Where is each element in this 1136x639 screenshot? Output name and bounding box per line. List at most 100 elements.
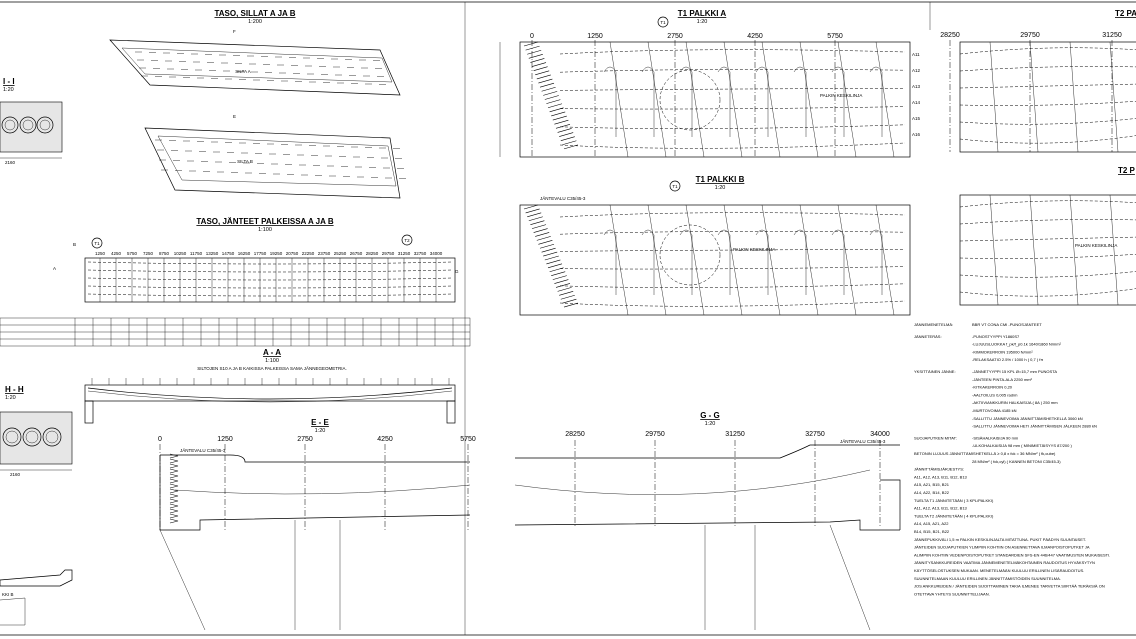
beam-t1a-station: 5750: [827, 33, 843, 40]
note-value: -JÄNNETYYPPI 15 KPL Ø=15,7 mm PUNOSTA: [972, 369, 1057, 374]
svg-text:A: A: [53, 266, 56, 271]
note-line: -SALLITTU JÄNNEVOIMA HETI JÄNNITTÄMISEN …: [972, 424, 1097, 429]
svg-text:KKI B: KKI B: [2, 592, 14, 597]
note-line: -KITKAKERROIN 0,20: [972, 385, 1013, 390]
support-t1-marker: [91, 237, 103, 249]
tendon-label: A15: [912, 116, 921, 121]
plan-bridges-scale: 1:200: [248, 19, 262, 25]
note-line: JOS ANKKUREIDEN / JÄNTEIDEN SIJOITTAMINE…: [914, 584, 1105, 589]
tendon-station-label: 19250: [270, 251, 283, 256]
beam-t2a-station: 29750: [1020, 32, 1040, 39]
tendon-table: [0, 317, 471, 347]
section-ii-width: 2160: [5, 160, 16, 165]
section-ee-anchor: JÄNTEVALU C35/45-3: [180, 447, 226, 453]
note-line: -JÄNTEEN PINTA-ALA 2250 mm²: [972, 377, 1033, 382]
general-notes: JÄNNEMENETELMÄ:BBR VT CONA CMI -PUNOSJÄN…: [914, 322, 1110, 596]
note-key: YKSITTÄINEN JÄNNE:: [914, 369, 956, 374]
svg-text:F: F: [233, 29, 236, 34]
detail-bottom-left: KKI B: [0, 569, 73, 626]
plan-tendons-scale: 1:100: [258, 227, 272, 233]
section-ee-station: 2750: [297, 436, 313, 443]
beam-t1a-station: 2750: [667, 33, 683, 40]
section-hh-title: H - H: [5, 385, 24, 394]
section-gg-scale: 1:20: [705, 421, 716, 427]
tendon-station-label: 22250: [302, 251, 315, 256]
tendon-label: A13: [912, 84, 921, 89]
deck-b-outline: [144, 127, 401, 199]
plan-tendons: TASO, JÄNTEET PALKEISSA A JA B 1:100 T1 …: [53, 217, 459, 303]
beam-t1b-title: T1 PALKKI B: [696, 175, 745, 184]
note-line: BETONIN LUJUUS JÄNNITTÄMISHETKELLÄ ≥ 0,8…: [914, 451, 1056, 456]
note-line: A11, A12, A13, B11, B12, B13: [914, 506, 968, 511]
beam-t2a-title: T2 PA: [1115, 9, 1136, 18]
section-ee-station: 0: [158, 436, 162, 443]
tendon-station-label: 10250: [174, 251, 187, 256]
tendon-station-label: 28250: [366, 251, 379, 256]
note-line: JÄNNITYSANKKUREIDEN VAATIMA JÄNNEMENETEL…: [914, 560, 1095, 565]
section-hh-width: 2160: [10, 472, 21, 477]
section-hh: H - H 1:20 2160: [0, 385, 73, 477]
section-gg-anchor: JÄNTEVALU C35/45-3: [840, 438, 886, 444]
note-line: TUELTA T2 JÄNNITETÄÄN ( 4 KPL/PALKKI): [914, 513, 994, 518]
section-gg-station: 31250: [725, 431, 745, 438]
note-line: A11, A12, A13, B11, B12, B13: [914, 474, 968, 479]
tendon-station-label: 26750: [350, 251, 363, 256]
note-value: -PUNOSTYYPPI Y1860S7: [972, 334, 1020, 339]
beam-t1a-station: 0: [530, 33, 534, 40]
note-line: A15, A21, B15, B21: [914, 482, 950, 487]
tendon-label: A12: [912, 68, 921, 73]
note-line: JÄNNEPUKKIVÄLI 1,5 m PALKIN KESKILINJALT…: [914, 537, 1086, 542]
section-aa: A - A 1:100 SILTOJEN S10 A JA B KAIKISSA…: [84, 348, 456, 424]
beam-t1b-centerline: PALKIN KESKILINJA: [733, 247, 775, 252]
tendon-station-label: 31250: [398, 251, 411, 256]
beam-t1a-outline: [519, 41, 911, 158]
tendon-station-label: 29750: [382, 251, 395, 256]
note-line: ALIMPIIN KOHTIIN VEDENPOISTOPUTKET STAND…: [914, 552, 1110, 557]
plan-tendons-title: TASO, JÄNTEET PALKEISSA A JA B: [196, 217, 333, 226]
section-gg-station: 28250: [565, 431, 585, 438]
note-line: A14, A22, B14, B22: [914, 490, 950, 495]
note-line: B14, B15, B21, B22: [914, 529, 950, 534]
tendon-station-label: 13250: [206, 251, 219, 256]
beam-t1a-station: 4250: [747, 33, 763, 40]
note-key: JÄNNEMENETELMÄ:: [914, 322, 953, 327]
section-ee-station: 4250: [377, 436, 393, 443]
beam-t2a-station: 28250: [940, 32, 960, 39]
beam-t1b: T1 T1 PALKKI B 1:20 JÄNTEVALU C35/45-3 P…: [519, 175, 911, 316]
deck-b-label: SILTA B: [237, 159, 253, 164]
section-aa-scale: 1:100: [265, 358, 279, 364]
plan-bridges: TASO, SILLAT A JA B 1:200 SILTA A SILTA …: [109, 9, 406, 199]
tendon-label: A16: [912, 132, 921, 137]
section-hh-scale: 1:20: [5, 395, 16, 401]
section-aa-note: SILTOJEN S10 A JA B KAIKISSA PALKEISSA S…: [197, 365, 347, 371]
note-line: -ULKOHALKAISIJA 98 mm ( MINIMIETÄISYYS 8…: [972, 443, 1072, 448]
note-line: KÄYTTÖSELOSTUKSEN MUKAAN. MENETELMÄÄN KU…: [914, 568, 1084, 573]
section-ee-title: E - E: [311, 418, 329, 427]
tendon-station-label: 14750: [222, 251, 235, 256]
note-line: OTETTAVA YHTEYS SUUNNITTELIJAAN.: [914, 591, 990, 596]
svg-text:B: B: [73, 242, 76, 247]
beam-t1b-anchor: JÄNTEVALU C35/45-3: [540, 195, 586, 201]
tendon-station-label: 20750: [286, 251, 299, 256]
section-ee-station: 1250: [217, 436, 233, 443]
beam-t1a-title: T1 PALKKI A: [678, 9, 727, 18]
tendon-label: A14: [912, 100, 921, 105]
section-ii-title: I - I: [3, 77, 15, 86]
note-line: -AALTOILUS 0,005 rad/m: [972, 392, 1018, 397]
tendon-station-label: 1250: [95, 251, 106, 256]
note-line: SUUNNITELMAAN KUULUU ERILLINEN JÄNNITTÄM…: [914, 576, 1061, 581]
note-line: 28 MN/m² ( fck,cyl) ( KANNEN BETONI C35/…: [972, 459, 1061, 464]
beam-t2b: T2 P PALKIN KESKILINJA: [959, 166, 1136, 306]
note-line: -MURTOVOIMA 4185 kN: [972, 408, 1017, 413]
note-line: TUELTA T1 JÄNNITETÄÄN ( 3 KPL/PALKKI): [914, 498, 994, 503]
tendon-station-label: 11750: [190, 251, 203, 256]
deck-a-outline: [109, 39, 401, 96]
tendon-station-label: 23750: [318, 251, 331, 256]
tendon-station-label: 16250: [238, 251, 251, 256]
plan-bridges-title: TASO, SILLAT A JA B: [214, 9, 295, 18]
